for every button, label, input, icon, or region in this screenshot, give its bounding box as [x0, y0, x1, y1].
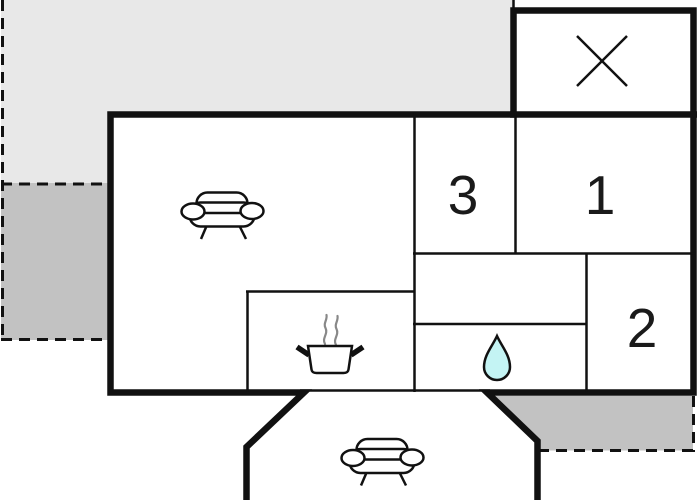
room-label-3: 3: [448, 164, 479, 226]
water-drop-icon: [482, 332, 512, 382]
terrace-top: [1, 0, 513, 183]
cooking-pot-icon: [295, 313, 365, 375]
x-mark-icon: [576, 35, 628, 87]
room-label-1: 1: [585, 164, 616, 226]
building-outline: [107, 7, 697, 500]
sofa-icon: [180, 191, 265, 240]
terrace-left: [1, 183, 108, 340]
terrace-bottom-right: [489, 396, 693, 451]
room-label-2: 2: [627, 297, 658, 359]
